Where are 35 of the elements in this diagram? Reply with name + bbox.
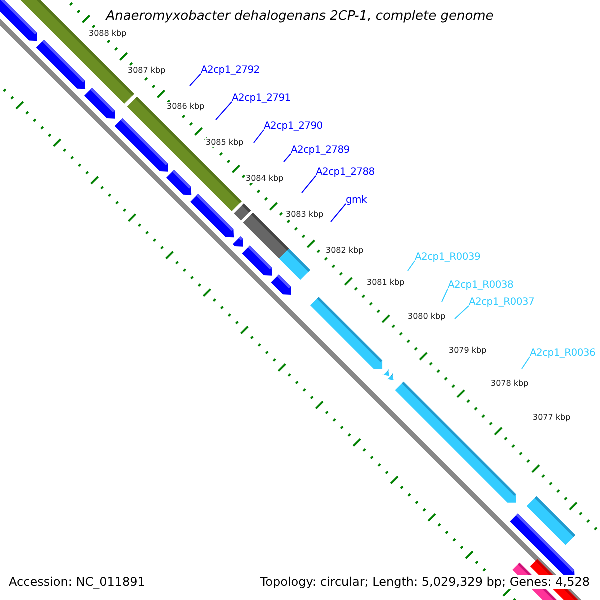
scale-label: 3084 kbp (245, 174, 285, 183)
gene-label: A2cp1_R0039 (415, 252, 481, 263)
leader-line (408, 260, 416, 272)
leader-line (454, 306, 470, 320)
leader-line (330, 204, 346, 222)
gene-label: A2cp1_2790 (264, 121, 323, 132)
leader-line (216, 102, 232, 120)
gene-label: A2cp1_2789 (291, 145, 350, 156)
gene-label: A2cp1_2792 (201, 65, 260, 76)
scale-label: 3082 kbp (325, 246, 365, 255)
scale-label: 3077 kbp (532, 413, 572, 422)
scale-label: 3086 kbp (166, 102, 206, 111)
scale-label: 3088 kbp (88, 29, 128, 38)
scale-label: 3085 kbp (205, 138, 245, 147)
scale-label: 3079 kbp (448, 346, 488, 355)
gene-label: A2cp1_R0036 (530, 348, 596, 359)
genome-info-label: Topology: circular; Length: 5,029,329 bp; Genes: 4,528 (260, 575, 590, 589)
leader-line (442, 288, 448, 302)
accession-label: Accession: NC_011891 (9, 575, 146, 589)
scale-label: 3083 kbp (285, 210, 325, 219)
gene-label: gmk (346, 195, 367, 206)
leader-line (190, 74, 202, 86)
diagram-title: Anaeromyxobacter dehalogenans 2CP-1, complete genome (106, 9, 494, 24)
gene-label: A2cp1_R0037 (469, 297, 535, 308)
gene-label: A2cp1_2791 (232, 93, 291, 104)
scale-label: 3080 kbp (407, 312, 447, 321)
leader-line (302, 176, 316, 194)
leader-line (254, 130, 264, 144)
leader-line (284, 154, 292, 162)
scale-label: 3087 kbp (127, 66, 167, 75)
scale-label: 3078 kbp (490, 379, 530, 388)
scale-label: 3081 kbp (366, 278, 406, 287)
gene-label: A2cp1_2788 (316, 167, 375, 178)
gene-label: A2cp1_R0038 (448, 280, 514, 291)
leader-line (522, 356, 530, 370)
